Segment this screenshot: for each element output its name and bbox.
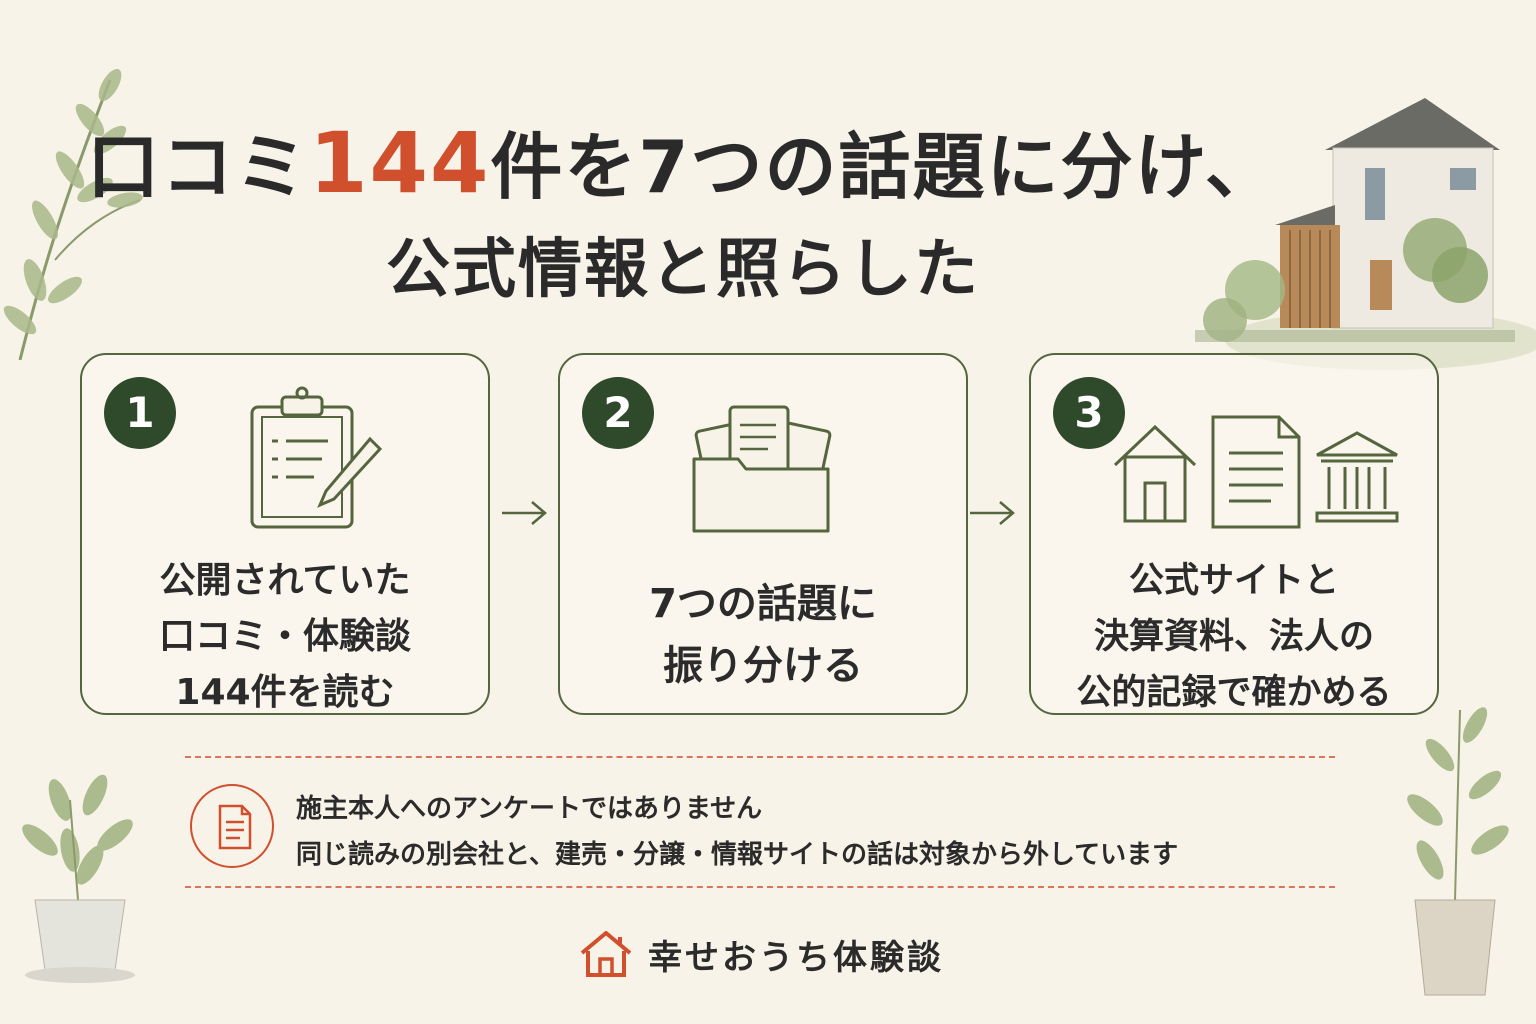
notice-line-2: 同じ読みの別会社と、建売・分譲・情報サイトの話は対象から外しています <box>296 840 1179 870</box>
step-description: 7つの話題に 振り分ける <box>560 573 966 697</box>
step-card-2: 2 7つの話題に 振り分ける <box>558 353 968 715</box>
page-title-line2: 公式情報と照らした <box>386 233 980 307</box>
potted-plant-right-illustration <box>1407 707 1509 996</box>
step-description: 公開されていた 口コミ・体験談 144件を読む <box>82 553 488 721</box>
clipboard-pencil-icon <box>250 386 383 529</box>
title-prefix: 口コミ <box>87 125 310 209</box>
step-text-line: 公開されていた <box>159 560 411 601</box>
step-number-badge: 1 <box>104 377 176 449</box>
step-card-3: 3 公式サイトと 決算資料、法人の 公的記録で確かめる <box>1029 353 1439 715</box>
step-text-line: 決算資料、法人の <box>1093 617 1374 657</box>
house-document-bank-icon <box>1113 415 1399 529</box>
step-description: 公式サイトと 決算資料、法人の 公的記録で確かめる <box>1031 553 1437 721</box>
divider-dashed-bottom <box>185 886 1335 888</box>
potted-plant-left-illustration <box>22 774 135 983</box>
document-lines-icon <box>1211 415 1301 529</box>
arrow-right-icon <box>502 501 547 525</box>
divider-dashed-top <box>185 756 1335 758</box>
step-text-line: 振り分ける <box>663 643 863 689</box>
plant-branch-illustration <box>3 68 143 360</box>
title-suffix: 件を7つの話題に分け、 <box>490 125 1279 209</box>
page-title-line1: 口コミ144件を7つの話題に分け、 <box>0 108 1536 213</box>
step-text-line: 公的記録で確かめる <box>1076 673 1392 713</box>
house-icon <box>1113 424 1197 523</box>
notice-document-icon <box>190 784 274 868</box>
arrow-right-icon <box>970 501 1015 525</box>
step-text-line: 144件を読む <box>175 672 395 713</box>
brand-logo: 幸せおうち体験談 <box>578 926 944 982</box>
brand-name: 幸せおうち体験談 <box>648 937 944 978</box>
title-count-number: 144 <box>309 114 491 212</box>
house-logo-icon <box>580 931 632 977</box>
document-icon <box>218 804 252 850</box>
step-text-line: 公式サイトと <box>1128 561 1339 601</box>
notice-line-1: 施主本人へのアンケートではありません <box>296 794 763 824</box>
step-number-badge: 2 <box>582 377 654 449</box>
step-number-badge: 3 <box>1053 377 1125 449</box>
step-text-line: 7つの話題に <box>649 581 877 627</box>
step-text-line: 口コミ・体験談 <box>158 616 411 657</box>
folder-documents-icon <box>692 405 832 533</box>
step-card-1: 1 公開されていた 口コミ・体験談 144件を読む <box>80 353 490 715</box>
bank-building-icon <box>1315 431 1399 523</box>
